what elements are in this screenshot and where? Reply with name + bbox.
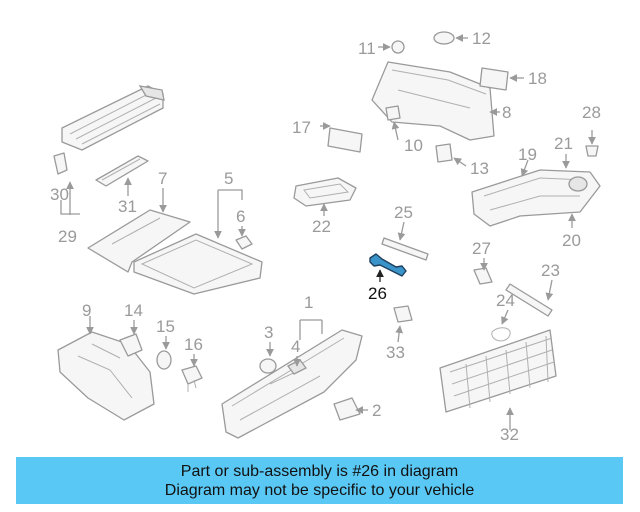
callout-28: 28 xyxy=(582,103,601,122)
callout-3: 3 xyxy=(264,323,273,342)
pad-part-17[interactable] xyxy=(320,122,363,153)
panel-part-18[interactable] xyxy=(479,67,524,91)
cover-part-12[interactable] xyxy=(433,31,468,45)
callout-32: 32 xyxy=(500,425,519,444)
rod-part-23[interactable] xyxy=(505,279,554,317)
callout-27: 27 xyxy=(472,239,491,258)
bracket-part-13[interactable] xyxy=(435,143,467,167)
trunk-mat-part-7[interactable] xyxy=(87,188,191,273)
callout-21: 21 xyxy=(554,134,573,153)
bracket-part-14[interactable] xyxy=(119,320,143,357)
callout-18: 18 xyxy=(528,69,547,88)
clip-part-33[interactable] xyxy=(393,305,413,343)
side-trim-part-19[interactable] xyxy=(471,159,601,227)
floor-panel-part-5[interactable] xyxy=(133,189,263,295)
callout-15: 15 xyxy=(156,317,175,336)
callout-12: 12 xyxy=(472,29,491,48)
callout-29: 29 xyxy=(58,227,77,246)
callout-17: 17 xyxy=(292,118,311,137)
callout-31: 31 xyxy=(118,197,137,216)
strap-part-25[interactable] xyxy=(381,221,429,261)
callout-26: 26 xyxy=(368,284,387,303)
callout-19: 19 xyxy=(518,145,537,164)
tray-part-22[interactable] xyxy=(293,177,357,216)
callout-8: 8 xyxy=(502,103,511,122)
cargo-net-part-32[interactable] xyxy=(439,329,557,430)
clip-part-10[interactable] xyxy=(385,105,401,141)
callout-10: 10 xyxy=(404,136,423,155)
callout-2: 2 xyxy=(372,401,381,420)
banner-line-disclaimer: Diagram may not be specific to your vehi… xyxy=(164,481,475,499)
latch-part-2[interactable] xyxy=(333,397,368,421)
quarter-trim-part-8[interactable] xyxy=(371,61,500,141)
callout-33: 33 xyxy=(386,343,405,362)
callout-24: 24 xyxy=(496,291,515,310)
callout-4: 4 xyxy=(291,337,300,356)
bracket-part-6[interactable] xyxy=(235,226,253,250)
wrench-part-26[interactable] xyxy=(369,253,407,282)
callout-7: 7 xyxy=(158,169,167,188)
callout-13: 13 xyxy=(470,159,489,178)
grommet-part-3[interactable] xyxy=(259,342,277,374)
clip-part-30[interactable] xyxy=(53,152,80,215)
callout-25: 25 xyxy=(394,203,413,222)
cable-part-24[interactable] xyxy=(491,309,511,342)
clip-part-11[interactable] xyxy=(378,40,405,54)
callout-20: 20 xyxy=(562,231,581,250)
info-banner: Part or sub-assembly is #26 in diagram D… xyxy=(16,457,623,504)
banner-line-part-number: Part or sub-assembly is #26 in diagram xyxy=(180,462,459,480)
callout-6: 6 xyxy=(236,207,245,226)
fastener-part-16[interactable] xyxy=(181,354,203,392)
callout-30: 30 xyxy=(50,185,69,204)
callout-11: 11 xyxy=(358,39,376,58)
callout-22: 22 xyxy=(312,217,331,236)
trim-strip-part-31[interactable] xyxy=(95,155,149,196)
callout-5: 5 xyxy=(224,169,233,188)
callout-14: 14 xyxy=(124,301,143,320)
fastener-part-28[interactable] xyxy=(585,130,599,157)
grommet-part-15[interactable] xyxy=(156,336,172,370)
callout-9: 9 xyxy=(82,301,91,320)
sill-trim-part-1[interactable] xyxy=(221,319,363,439)
callout-1: 1 xyxy=(304,293,313,312)
hook-part-27[interactable] xyxy=(473,258,493,285)
callout-23: 23 xyxy=(541,261,560,280)
side-trim-part-9[interactable] xyxy=(57,316,155,421)
parcel-shelf-part[interactable] xyxy=(61,85,165,151)
callout-16: 16 xyxy=(184,335,203,354)
parts-diagram: 1 2 3 4 5 6 7 8 9 10 11 12 13 14 15 16 1… xyxy=(50,29,601,444)
